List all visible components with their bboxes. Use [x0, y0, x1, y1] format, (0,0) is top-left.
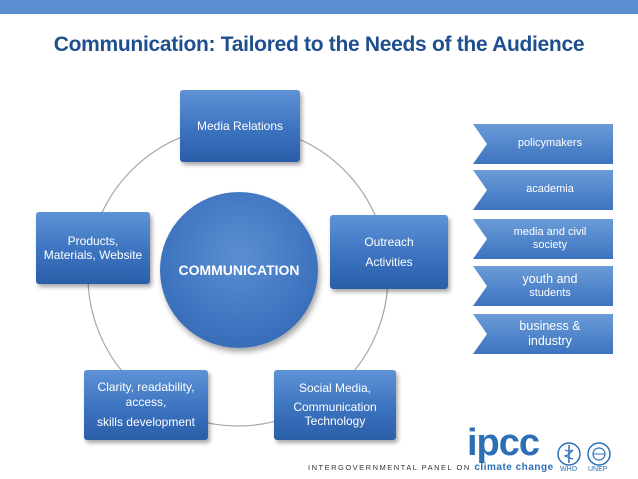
- audience-line: academia: [526, 183, 574, 196]
- node-line: access,: [125, 394, 167, 409]
- audience-line: society: [532, 239, 568, 251]
- audience-line: policymakers: [517, 137, 583, 150]
- ipcc-logo: ipcc: [467, 422, 540, 464]
- communication-hub: COMMUNICATION: [160, 192, 318, 348]
- node-line: Materials, Website: [43, 248, 143, 262]
- node-line: Communication: [293, 399, 377, 414]
- audience-line: industry: [528, 334, 572, 348]
- who-emblem-icon: [557, 442, 581, 466]
- node-line: Clarity, readability,: [97, 380, 195, 395]
- unep-label: UNEP: [588, 466, 608, 473]
- slide-title: Communication: Tailored to the Needs of …: [53, 33, 585, 56]
- audience-line: media and civil: [513, 225, 587, 238]
- audience-line: business &: [519, 319, 581, 333]
- hub-label: COMMUNICATION: [178, 262, 300, 278]
- audience-youth-students: youth and students: [473, 266, 613, 306]
- audience-academia: academia: [473, 170, 613, 210]
- node-line: Activities: [365, 255, 413, 269]
- tagline-prefix: INTERGOVERNMENTAL PANEL ON: [308, 463, 471, 472]
- top-banner: [0, 0, 638, 14]
- node-line: Products,: [67, 233, 119, 248]
- node-media-relations: Media Relations: [180, 90, 300, 162]
- node-social-media: Social Media, Communication Technology: [274, 370, 396, 440]
- ipcc-tagline: INTERGOVERNMENTAL PANEL ON climate chang…: [308, 462, 554, 473]
- audience-media-civil-society: media and civil society: [473, 219, 613, 259]
- audience-line: youth and: [522, 271, 578, 286]
- node-line: Social Media,: [298, 381, 372, 396]
- node-products: Products, Materials, Website: [36, 212, 150, 284]
- audience-policymakers: policymakers: [473, 124, 613, 164]
- tagline-emph: climate change: [474, 462, 554, 473]
- unep-emblem-icon: [587, 442, 611, 466]
- audience-line: students: [529, 286, 571, 299]
- node-line: skills development: [96, 415, 196, 430]
- node-clarity: Clarity, readability, access, skills dev…: [84, 370, 208, 440]
- node-line: Technology: [304, 414, 366, 429]
- audience-business-industry: business & industry: [473, 314, 613, 354]
- who-label: WHO: [560, 466, 578, 473]
- node-line: Outreach: [364, 234, 414, 249]
- node-outreach: Outreach Activities: [330, 215, 448, 289]
- node-line: Media Relations: [196, 118, 284, 133]
